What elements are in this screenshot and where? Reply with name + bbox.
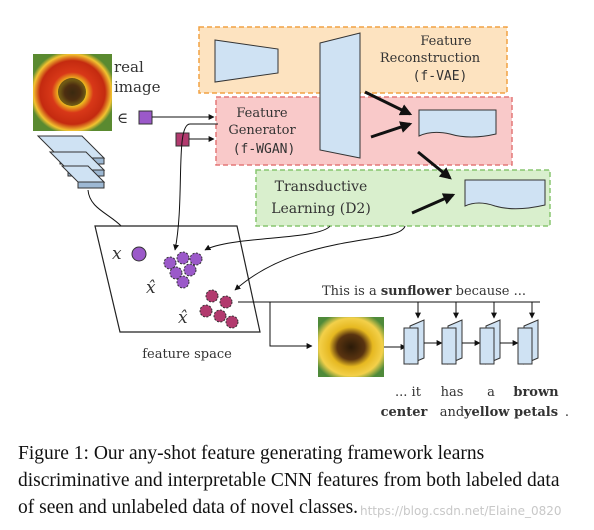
sunflower-image	[318, 317, 384, 377]
encoder-shape	[214, 39, 279, 83]
word-center: center	[381, 405, 428, 420]
element-of-symbol: ∈	[117, 109, 128, 127]
arrow-transductive	[411, 193, 456, 215]
xhat-symbol-1: x̂	[146, 278, 156, 298]
figure-caption: Figure 1: Our any-shot feature generatin…	[18, 443, 560, 518]
word-period: .	[565, 405, 569, 420]
attribute-square-purple	[138, 110, 153, 125]
explanation-sentence: This is a sunflower because ...	[322, 284, 526, 299]
feature-reconstruction-label-1: Feature	[420, 34, 472, 49]
feature-generator-label-1: Feature	[236, 106, 288, 121]
feature-reconstruction-label-2: Reconstruction	[380, 51, 481, 66]
feature-generator-label-3: (f-WGAN)	[233, 142, 296, 157]
arrow-transductive-to-space-2	[204, 225, 331, 251]
arrow-to-transductive	[417, 150, 452, 180]
watermark: https://blog.csdn.net/Elaine_0820	[360, 504, 562, 518]
arrow-transductive-to-space	[234, 225, 406, 291]
framework-diagram: Feature Reconstruction (f-VAE) Feature G…	[33, 26, 569, 420]
transductive-learning-box: Transductive Learning (D2)	[255, 169, 551, 227]
generator-shape	[319, 32, 361, 159]
arrow-generator	[370, 121, 413, 139]
feature-reconstruction-label-3: (f-VAE)	[413, 69, 468, 84]
word-it: ... it	[395, 385, 422, 400]
word-yellow-petals: yellow petals	[463, 405, 558, 420]
generated-feature-shape-2	[464, 179, 546, 210]
transductive-label-1: Transductive	[275, 179, 368, 195]
generated-feature-shape-1	[418, 109, 497, 138]
arrow-generator-to-space	[173, 123, 218, 251]
real-feature-dot	[131, 246, 147, 262]
generated-cluster-magenta	[199, 289, 239, 329]
image-label: image	[114, 78, 161, 96]
xhat-symbol-2: x̂	[178, 308, 188, 328]
word-brown: brown	[513, 385, 559, 400]
real-label: real	[114, 58, 144, 76]
x-symbol: x	[112, 244, 122, 264]
cnn-stack	[36, 135, 106, 189]
word-and: and	[440, 405, 464, 420]
transductive-label-2: Learning (D2)	[271, 201, 371, 217]
feature-space-label: feature space	[142, 347, 232, 362]
lstm-chain	[403, 319, 539, 365]
word-has: has	[441, 385, 464, 400]
arrow-reconstruction	[364, 90, 413, 116]
generated-cluster-purple	[163, 251, 203, 289]
word-a: a	[487, 385, 495, 400]
feature-generator-label-2: Generator	[228, 123, 296, 138]
real-image	[33, 54, 112, 131]
